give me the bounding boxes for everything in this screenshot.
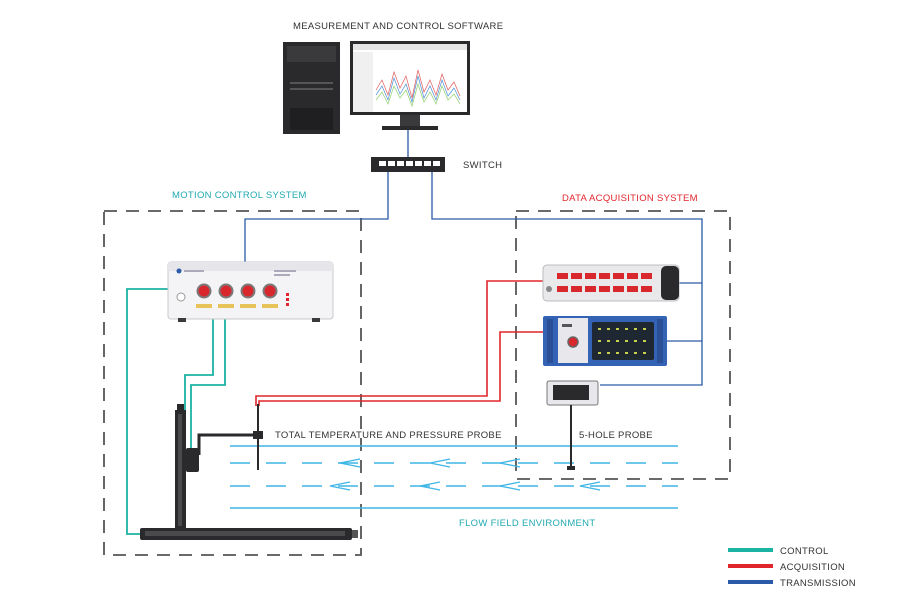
pc-tower: [283, 42, 340, 134]
legend-swatch-transmission: [728, 580, 773, 584]
traverse-stage: [140, 404, 358, 540]
flow-field-label: FLOW FIELD ENVIRONMENT: [459, 518, 595, 529]
switch-label: SWITCH: [463, 160, 502, 171]
network-switch: [371, 157, 445, 172]
flow-field: [230, 445, 678, 509]
monitor: [350, 41, 470, 130]
daq-module-1: [542, 264, 680, 302]
control-lines: [126, 288, 226, 535]
motion-controller: [167, 261, 334, 322]
flow-arrows: [329, 458, 601, 491]
software-label: MEASUREMENT AND CONTROL SOFTWARE: [293, 21, 503, 32]
five-hole-probe-label: 5-HOLE PROBE: [579, 430, 653, 441]
motion-system-box: [103, 210, 362, 556]
legend: CONTROL ACQUISITION TRANSMISSION: [728, 546, 856, 589]
legend-swatch-control: [728, 548, 773, 552]
legend-acquisition-label: ACQUISITION: [780, 562, 845, 573]
legend-transmission-label: TRANSMISSION: [780, 578, 856, 589]
computer: [283, 41, 470, 134]
ttp-probe-label: TOTAL TEMPERATURE AND PRESSURE PROBE: [275, 430, 502, 441]
daq-module-2: [543, 316, 667, 366]
acquisition-lines: [255, 280, 543, 406]
pressure-scanner: [546, 380, 599, 470]
legend-swatch-acquisition: [728, 564, 773, 568]
motion-system-title: MOTION CONTROL SYSTEM: [172, 190, 307, 201]
transmission-lines: [244, 125, 703, 386]
legend-control-label: CONTROL: [780, 546, 829, 557]
daq-system-title: DATA ACQUISITION SYSTEM: [562, 193, 698, 204]
